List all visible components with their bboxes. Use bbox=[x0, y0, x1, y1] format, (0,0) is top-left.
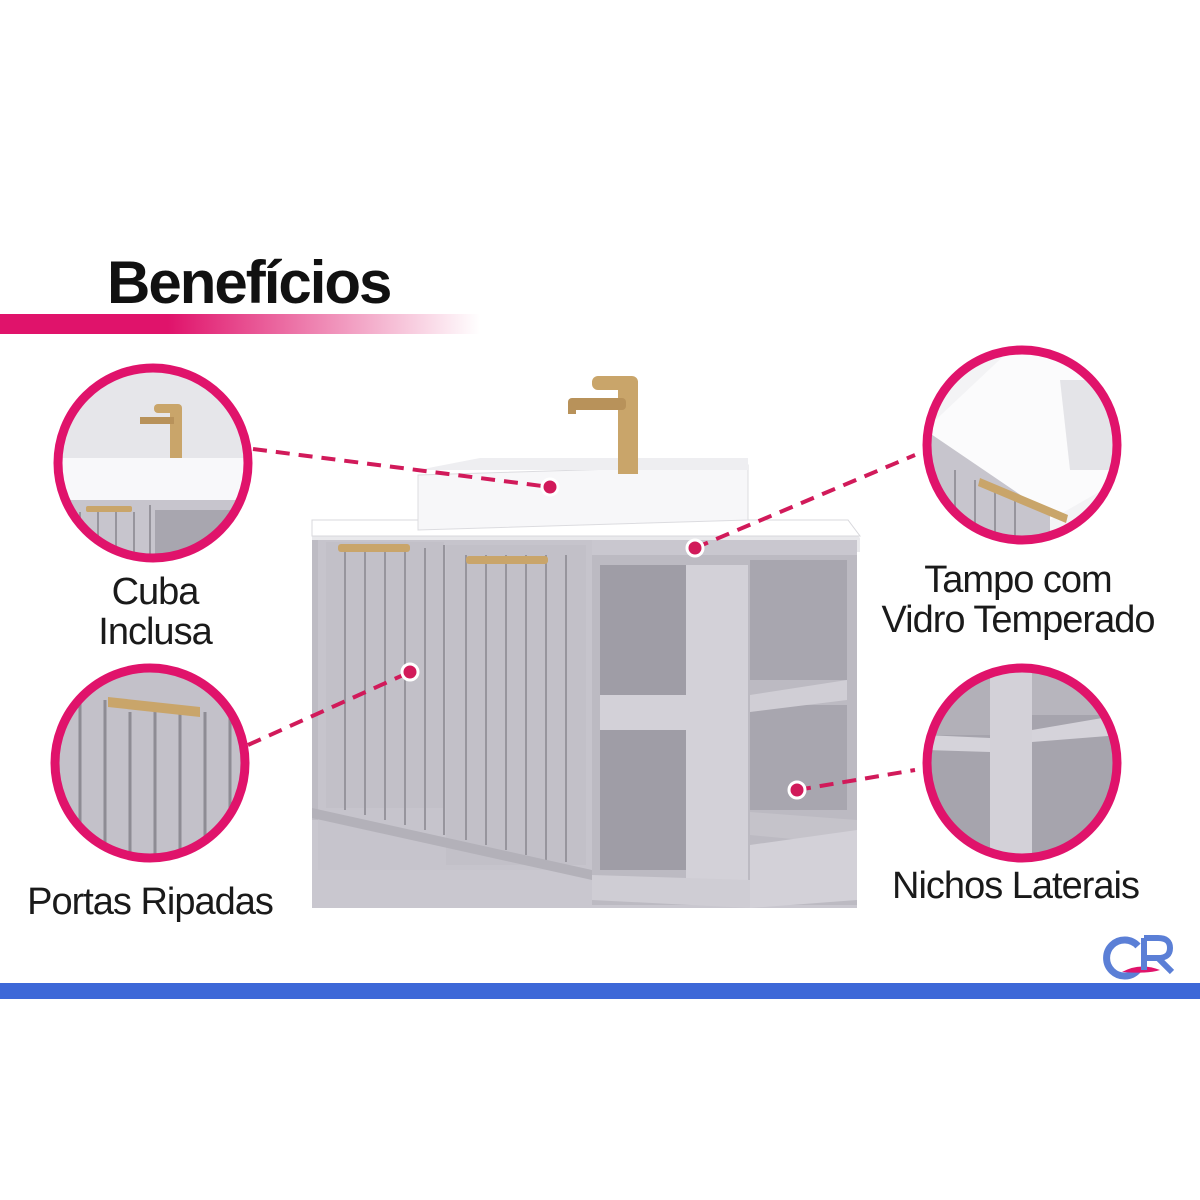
bottom-bar bbox=[0, 983, 1200, 999]
page-title: Benefícios bbox=[107, 249, 392, 316]
nichos-detail-circle bbox=[922, 663, 1122, 863]
feature-label-nichos: Nichos Laterais bbox=[892, 865, 1140, 907]
cuba-marker-dot bbox=[540, 477, 560, 497]
cuba-detail-circle bbox=[53, 363, 253, 563]
feature-label-tampo: Tampo com Vidro Temperado bbox=[881, 559, 1155, 641]
portas-detail-circle bbox=[50, 663, 250, 863]
door-right bbox=[446, 545, 586, 865]
portas-marker-dot bbox=[400, 662, 420, 682]
feature-label-cuba: Cuba Inclusa bbox=[98, 571, 212, 653]
title-underline bbox=[0, 314, 480, 334]
cabinet bbox=[311, 376, 861, 908]
brand-logo: CR bbox=[1103, 935, 1175, 980]
tampo-detail-circle bbox=[922, 345, 1122, 545]
tampo-marker-dot bbox=[685, 538, 705, 558]
feature-label-portas: Portas Ripadas bbox=[27, 881, 274, 923]
nichos-marker-dot bbox=[787, 780, 807, 800]
